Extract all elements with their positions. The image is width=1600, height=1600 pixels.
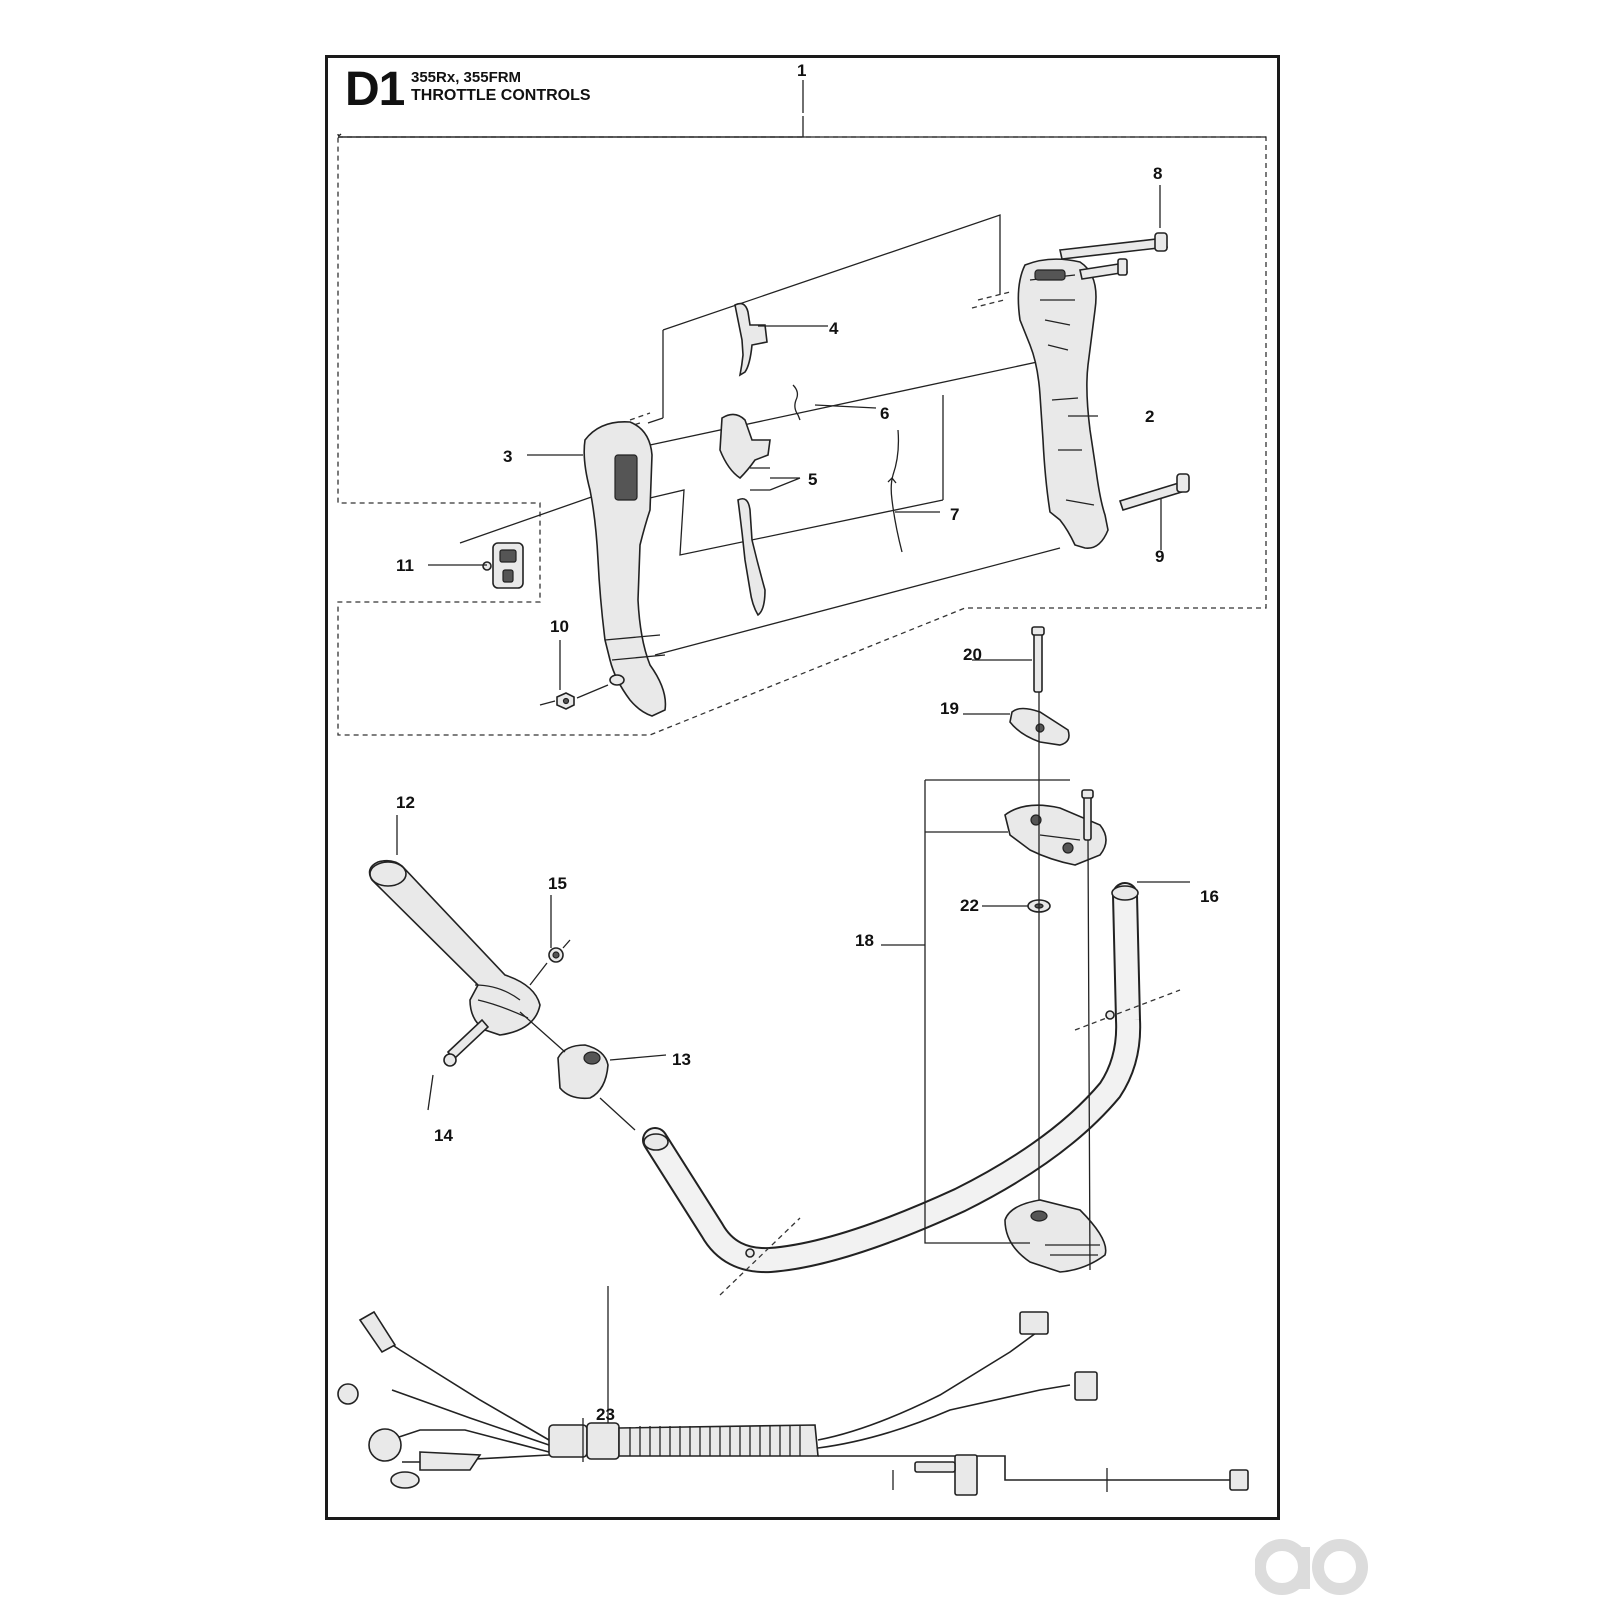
callout-19: 19 — [940, 699, 959, 718]
leader-1-brace — [338, 116, 804, 138]
leader-lines-lower — [396, 659, 1190, 1111]
callout-8: 8 — [1153, 164, 1162, 183]
callout-4: 4 — [829, 319, 839, 338]
callout-15: 15 — [548, 874, 567, 893]
callout-10: 10 — [550, 617, 569, 636]
wire-7 — [890, 429, 903, 553]
screw-9 — [1118, 473, 1190, 511]
callout-9: 9 — [1155, 547, 1164, 566]
callout-12: 12 — [396, 793, 415, 812]
callout-22: 22 — [960, 896, 979, 915]
brand-logo-icon — [1255, 1539, 1368, 1595]
callout-16: 16 — [1200, 887, 1219, 906]
callout-3: 3 — [503, 447, 512, 466]
callout-23: 23 — [596, 1405, 615, 1424]
model-list: 355Rx, 355FRM — [411, 69, 522, 86]
lever-4 — [734, 302, 768, 377]
wire-harness-23 — [337, 1286, 1249, 1496]
callout-11: 11 — [396, 556, 414, 575]
clamp-13 — [557, 1044, 609, 1100]
callout-6: 6 — [880, 404, 889, 423]
handle-right-half — [1017, 258, 1109, 549]
callout-20: 20 — [963, 645, 982, 664]
alignment-line-mid — [619, 354, 1071, 556]
diagram-title: THROTTLE CONTROLS — [411, 87, 591, 104]
leader-1 — [337, 80, 1266, 138]
center-axis — [1038, 692, 1091, 1271]
section-code: D1 — [345, 63, 405, 116]
kit-boundary — [337, 136, 1267, 736]
diagram-frame — [325, 55, 1280, 1520]
callout-18: 18 — [855, 931, 874, 950]
bracket-18 — [924, 779, 1107, 1273]
callout-labels: 1 2 3 4 5 6 7 8 9 10 11 12 13 14 15 16 1… — [396, 61, 1219, 1424]
alignment-line-upper — [647, 214, 1001, 424]
stop-switch-11 — [482, 542, 524, 589]
callout-5: 5 — [808, 470, 817, 489]
leader-lines-upper — [428, 185, 1162, 690]
callout-7: 7 — [950, 505, 959, 524]
callout-2: 2 — [1145, 407, 1154, 426]
bolt-20 — [1031, 626, 1045, 693]
callout-14: 14 — [434, 1126, 453, 1145]
bracket-screw — [1081, 789, 1094, 841]
nut-10 — [539, 684, 609, 710]
callout-13: 13 — [672, 1050, 691, 1069]
nut-15 — [529, 939, 571, 986]
screw-14 — [443, 1018, 490, 1067]
handle-left-half — [583, 421, 667, 717]
loop-handle-16 — [642, 882, 1142, 1274]
screw-8 — [1059, 232, 1168, 280]
trigger-5 — [719, 413, 771, 617]
spring-6 — [792, 384, 801, 421]
grip-12 — [368, 859, 541, 1036]
callout-1: 1 — [797, 61, 806, 80]
